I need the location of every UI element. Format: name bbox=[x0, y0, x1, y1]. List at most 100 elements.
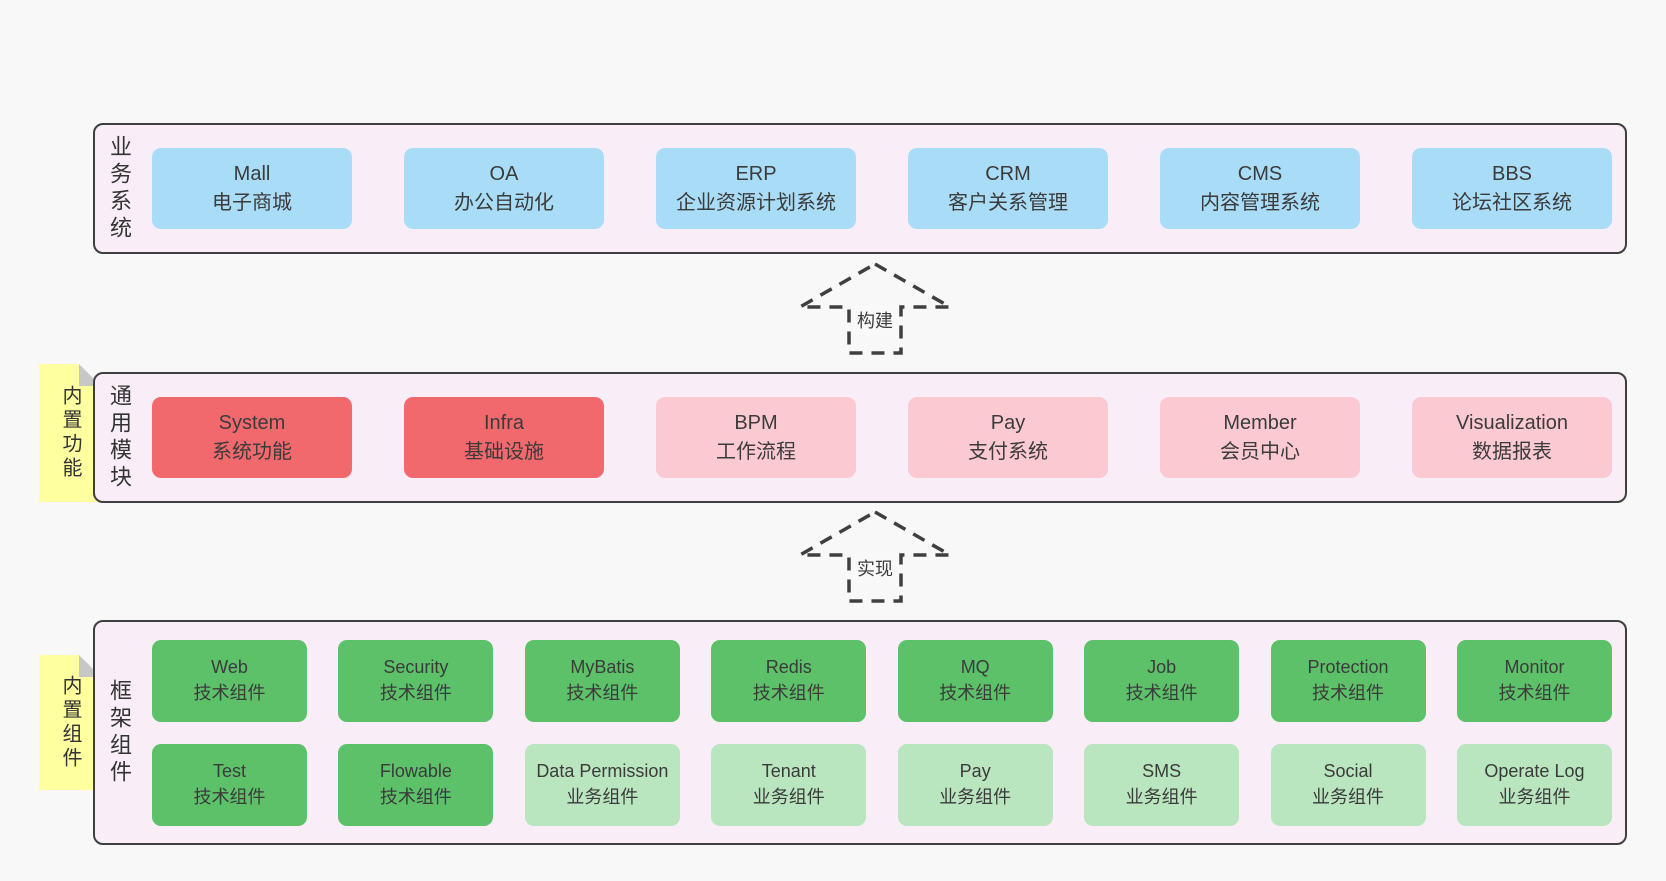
box-name: MyBatis bbox=[570, 657, 635, 678]
box-name: Data Permission bbox=[536, 761, 669, 782]
box-desc: 系统功能 bbox=[212, 440, 292, 463]
component-box-operate-log: Operate Log 业务组件 bbox=[1456, 743, 1612, 826]
box-desc: 技术组件 bbox=[939, 682, 1012, 703]
common-modules-layer: 通用模块 System 系统功能 Infra 基础设施 BPM 工作流程 Pay… bbox=[93, 372, 1627, 503]
box-name: System bbox=[218, 411, 286, 434]
box-desc: 基础设施 bbox=[464, 440, 544, 463]
component-box-monitor: Monitor 技术组件 bbox=[1456, 639, 1612, 722]
component-box-redis: Redis 技术组件 bbox=[711, 639, 867, 722]
box-desc: 业务组件 bbox=[1498, 786, 1571, 807]
box-desc: 电子商城 bbox=[212, 191, 292, 214]
box-desc: 技术组件 bbox=[379, 786, 452, 807]
box-desc: 业务组件 bbox=[566, 786, 639, 807]
box-desc: 企业资源计划系统 bbox=[676, 191, 836, 214]
box-name: SMS bbox=[1142, 761, 1182, 782]
build-arrow: 构建 bbox=[790, 261, 960, 357]
box-name: Visualization bbox=[1456, 411, 1568, 434]
business-box-erp: ERP 企业资源计划系统 bbox=[656, 148, 856, 229]
box-desc: 数据报表 bbox=[1472, 440, 1552, 463]
sticky-note-built-in-features: 内置功能 bbox=[39, 364, 101, 502]
business-box-area: Mall 电子商城 OA 办公自动化 ERP 企业资源计划系统 CRM 客户关系… bbox=[152, 125, 1612, 252]
box-name: Web bbox=[211, 657, 248, 678]
modules-box-area: System 系统功能 Infra 基础设施 BPM 工作流程 Pay 支付系统… bbox=[152, 374, 1612, 501]
component-box-data-permission: Data Permission 业务组件 bbox=[524, 743, 680, 826]
module-box-system: System 系统功能 bbox=[152, 397, 352, 478]
business-box-row: Mall 电子商城 OA 办公自动化 ERP 企业资源计划系统 CRM 客户关系… bbox=[152, 148, 1612, 229]
layer-title-framework: 框架组件 bbox=[107, 678, 132, 787]
business-box-cms: CMS 内容管理系统 bbox=[1160, 148, 1360, 229]
box-desc: 业务组件 bbox=[1125, 786, 1198, 807]
box-name: Job bbox=[1147, 657, 1177, 678]
box-desc: 支付系统 bbox=[968, 440, 1048, 463]
business-box-mall: Mall 电子商城 bbox=[152, 148, 352, 229]
sticky-note-label: 内置功能 bbox=[59, 385, 81, 481]
box-desc: 技术组件 bbox=[1312, 682, 1385, 703]
component-box-tenant: Tenant 业务组件 bbox=[711, 743, 867, 826]
box-desc: 业务组件 bbox=[1312, 786, 1385, 807]
box-desc: 技术组件 bbox=[1125, 682, 1198, 703]
box-desc: 工作流程 bbox=[716, 440, 796, 463]
framework-box-area: Web 技术组件 Security 技术组件 MyBatis 技术组件 Redi… bbox=[152, 622, 1612, 843]
component-box-mybatis: MyBatis 技术组件 bbox=[524, 639, 680, 722]
component-box-mq: MQ 技术组件 bbox=[897, 639, 1053, 722]
layer-title-business: 业务系统 bbox=[107, 134, 132, 243]
sticky-note-built-in-components: 内置组件 bbox=[39, 655, 101, 790]
box-name: Redis bbox=[765, 657, 812, 678]
box-desc: 技术组件 bbox=[193, 786, 266, 807]
box-name: Pay bbox=[959, 761, 991, 782]
box-name: Social bbox=[1323, 761, 1373, 782]
module-box-infra: Infra 基础设施 bbox=[404, 397, 604, 478]
component-box-job: Job 技术组件 bbox=[1084, 639, 1240, 722]
box-desc: 技术组件 bbox=[1498, 682, 1571, 703]
component-box-flowable: Flowable 技术组件 bbox=[338, 743, 494, 826]
box-desc: 办公自动化 bbox=[454, 191, 554, 214]
layer-title-modules: 通用模块 bbox=[107, 383, 132, 492]
framework-box-row-1: Web 技术组件 Security 技术组件 MyBatis 技术组件 Redi… bbox=[152, 639, 1612, 722]
box-desc: 技术组件 bbox=[752, 682, 825, 703]
box-name: MQ bbox=[960, 657, 990, 678]
box-name: OA bbox=[489, 162, 519, 185]
component-box-social: Social 业务组件 bbox=[1270, 743, 1426, 826]
implement-arrow: 实现 bbox=[790, 509, 960, 605]
up-block-arrow-icon bbox=[793, 509, 957, 603]
box-desc: 技术组件 bbox=[193, 682, 266, 703]
box-name: BPM bbox=[734, 411, 778, 434]
sticky-note-label: 内置组件 bbox=[59, 674, 81, 771]
box-name: BBS bbox=[1491, 162, 1533, 185]
module-box-member: Member 会员中心 bbox=[1160, 397, 1360, 478]
modules-box-row: System 系统功能 Infra 基础设施 BPM 工作流程 Pay 支付系统… bbox=[152, 397, 1612, 478]
box-name: Flowable bbox=[379, 761, 452, 782]
box-desc: 技术组件 bbox=[379, 682, 452, 703]
module-box-pay: Pay 支付系统 bbox=[908, 397, 1108, 478]
box-name: Tenant bbox=[761, 761, 816, 782]
module-box-visualization: Visualization 数据报表 bbox=[1412, 397, 1612, 478]
box-desc: 论坛社区系统 bbox=[1452, 191, 1572, 214]
framework-box-row-2: Test 技术组件 Flowable 技术组件 Data Permission … bbox=[152, 743, 1612, 826]
framework-components-layer: 框架组件 Web 技术组件 Security 技术组件 MyBatis 技术组件… bbox=[93, 620, 1627, 845]
build-arrow-label: 构建 bbox=[853, 305, 897, 335]
box-name: Mall bbox=[233, 162, 271, 185]
box-name: Infra bbox=[483, 411, 525, 434]
component-box-pay: Pay 业务组件 bbox=[897, 743, 1053, 826]
implement-arrow-label: 实现 bbox=[853, 553, 897, 583]
component-box-security: Security 技术组件 bbox=[338, 639, 494, 722]
component-box-protection: Protection 技术组件 bbox=[1270, 639, 1426, 722]
box-name: CMS bbox=[1237, 162, 1283, 185]
box-name: Monitor bbox=[1504, 657, 1565, 678]
box-name: Protection bbox=[1307, 657, 1389, 678]
business-box-bbs: BBS 论坛社区系统 bbox=[1412, 148, 1612, 229]
box-desc: 业务组件 bbox=[939, 786, 1012, 807]
box-name: Pay bbox=[990, 411, 1026, 434]
box-desc: 内容管理系统 bbox=[1200, 191, 1320, 214]
module-box-bpm: BPM 工作流程 bbox=[656, 397, 856, 478]
box-desc: 业务组件 bbox=[752, 786, 825, 807]
component-box-sms: SMS 业务组件 bbox=[1084, 743, 1240, 826]
box-name: Test bbox=[212, 761, 246, 782]
box-name: Operate Log bbox=[1484, 761, 1585, 782]
box-name: ERP bbox=[735, 162, 777, 185]
box-desc: 会员中心 bbox=[1220, 440, 1300, 463]
business-box-crm: CRM 客户关系管理 bbox=[908, 148, 1108, 229]
box-name: Security bbox=[383, 657, 449, 678]
box-desc: 客户关系管理 bbox=[948, 191, 1068, 214]
